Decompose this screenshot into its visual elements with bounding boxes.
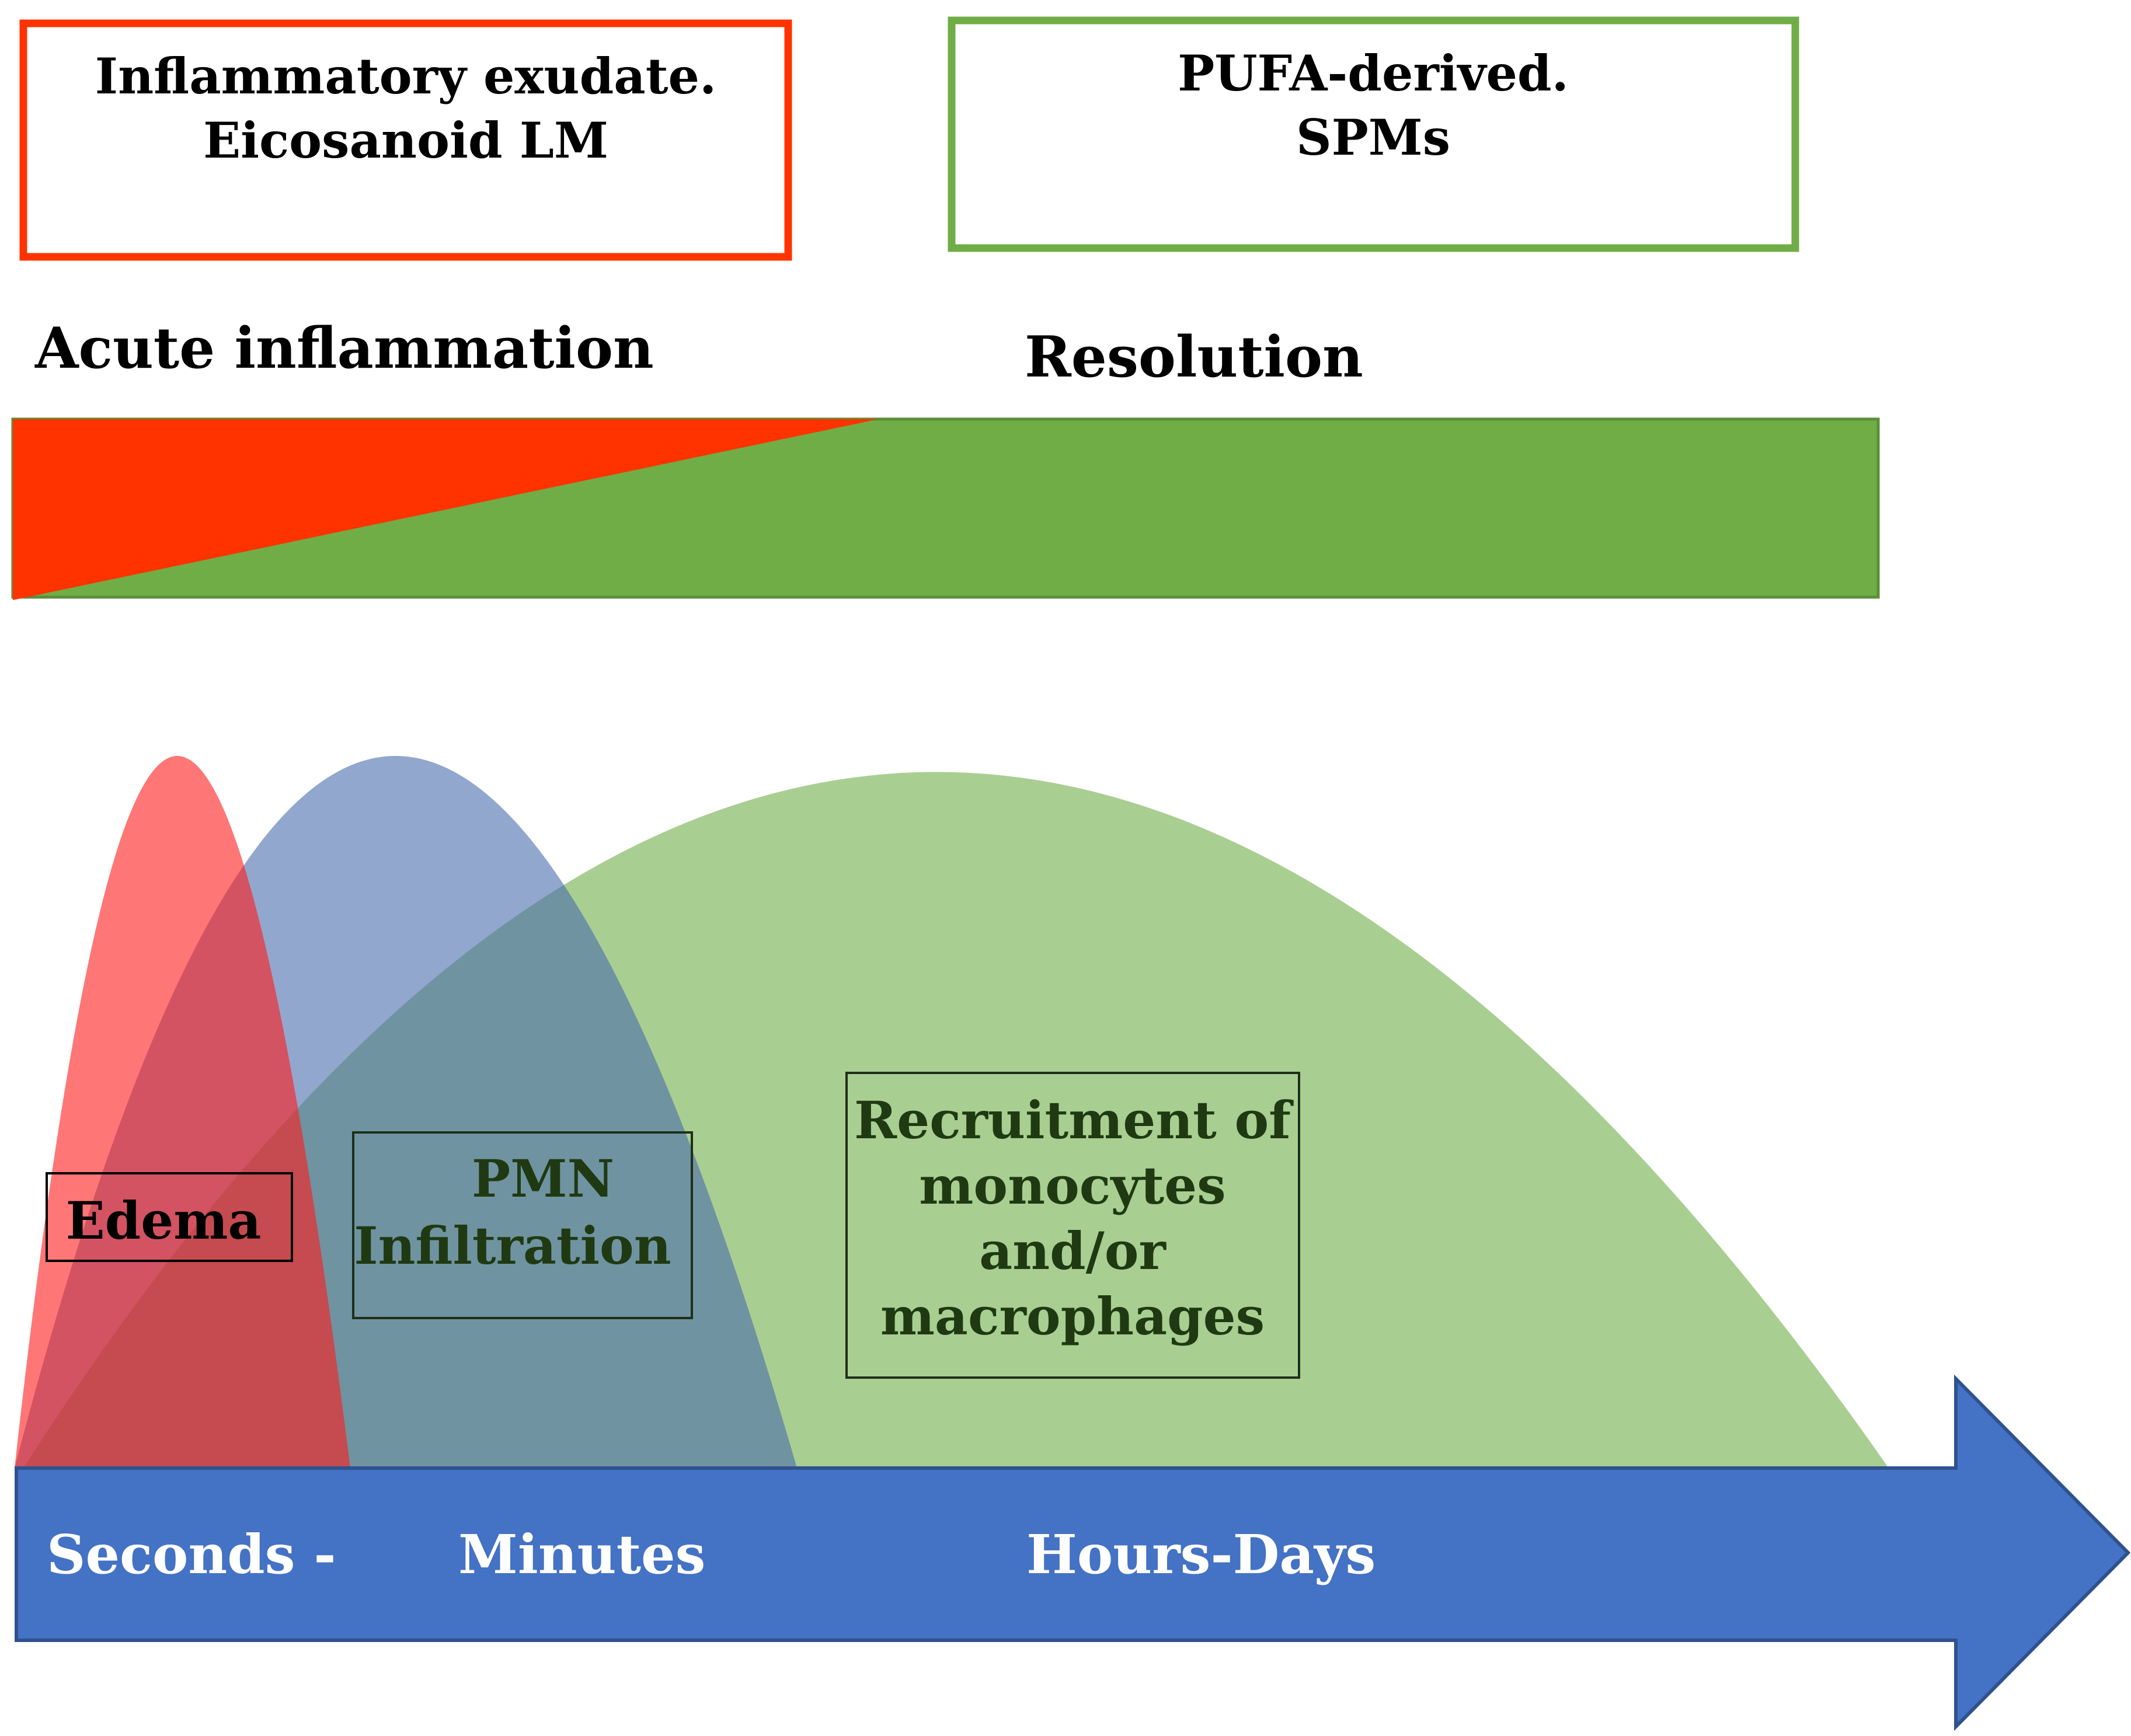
acute-inflammation-label: Acute inflammation	[34, 315, 654, 381]
pufa-box-line1: PUFA-derived.	[1178, 44, 1569, 102]
timeline-arrow	[15, 1374, 2131, 1731]
pmn-label-box	[352, 1131, 693, 1319]
edema-label: Edema	[66, 1190, 262, 1251]
edema-curve	[15, 756, 350, 1468]
acute-inflammation-wedge	[13, 419, 879, 600]
monocyte-label-line1: Recruitment of	[854, 1090, 1294, 1151]
pufa-box-line2: SPMs	[1296, 109, 1450, 166]
edema-label-box	[46, 1172, 293, 1262]
inflammatory-exudate-box	[19, 19, 792, 261]
timeline-seconds-label: Seconds -	[47, 1523, 336, 1586]
timeline-minutes-label: Minutes	[458, 1523, 705, 1586]
monocyte-label-line3: and/or	[979, 1221, 1167, 1281]
pmn-label-line2: Infiltration	[354, 1215, 671, 1276]
pmn-label-line1: PMN	[472, 1148, 614, 1209]
inflammatory-box-line2: Eicosanoid LM	[203, 111, 608, 169]
monocyte-label-box	[845, 1072, 1300, 1379]
monocyte-label-line2: monocytes	[919, 1155, 1225, 1216]
resolution-label: Resolution	[1025, 324, 1363, 390]
pufa-spm-box	[948, 16, 1799, 252]
timeline-hours-days-label: Hours-Days	[1026, 1523, 1376, 1586]
monocyte-label-line4: macrophages	[880, 1286, 1265, 1347]
inflammatory-box-line1: Inflammatory exudate.	[95, 47, 716, 105]
